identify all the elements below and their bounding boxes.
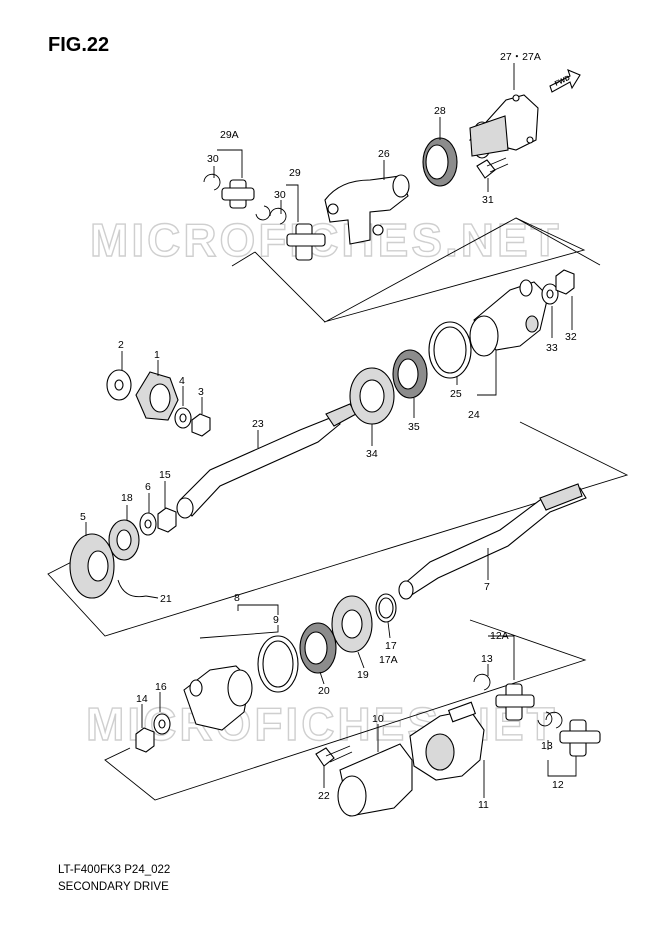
- figure-title: FIG.22: [48, 34, 110, 56]
- part-11-flange-yoke: [409, 701, 485, 781]
- callout-31: 31: [482, 194, 494, 206]
- callout-23: 23: [252, 418, 264, 430]
- part-34-bearing: [349, 367, 395, 425]
- part-29-universal-joint-spider: [269, 207, 326, 261]
- callout-13-upper: 13: [481, 653, 493, 665]
- part-25-spacer: [428, 321, 472, 379]
- callout-6: 6: [145, 481, 151, 493]
- callout-13-lower: 13: [541, 740, 553, 752]
- callout-33: 33: [546, 342, 558, 354]
- part-10-output-housing: [337, 743, 413, 817]
- part-23-propeller-shaft: [176, 403, 357, 519]
- callout-27-27a: 27・27A: [500, 51, 541, 63]
- callout-15: 15: [159, 469, 171, 481]
- callout-11: 11: [478, 799, 489, 811]
- part-14-nut: [135, 727, 155, 753]
- part-3-nut: [191, 413, 211, 437]
- callout-32: 32: [565, 331, 577, 343]
- part-2-washer: [106, 369, 132, 401]
- part-4-washer: [174, 407, 192, 429]
- part-6-washer: [139, 512, 157, 536]
- part-33-washer: [541, 283, 559, 305]
- part-20-seal: [299, 622, 337, 674]
- callout-34: 34: [366, 448, 378, 460]
- callout-24: 24: [468, 409, 480, 421]
- callout-25: 25: [450, 388, 462, 400]
- callout-30-upper: 30: [207, 153, 219, 165]
- part-27-drive-shaft-housing: [468, 94, 539, 159]
- part-35-seal: [392, 349, 428, 399]
- callout-10: 10: [372, 713, 384, 725]
- callout-14: 14: [136, 693, 148, 705]
- callout-30-lower: 30: [274, 189, 286, 201]
- callout-7: 7: [484, 581, 490, 593]
- part-16-washer: [153, 713, 171, 735]
- part-29a-universal-joint-spider: [203, 173, 271, 221]
- part-28-seal: [422, 137, 458, 187]
- callout-22: 22: [318, 790, 330, 802]
- callout-17: 17: [385, 640, 397, 652]
- callout-12a: 12A: [490, 630, 509, 642]
- leader-lines: [85, 63, 577, 798]
- part-8-yoke-flange: [183, 665, 253, 731]
- fwd-arrow-icon: FWD: [549, 69, 581, 93]
- part-32-nut: [555, 269, 575, 295]
- callout-21: 21: [160, 593, 172, 605]
- callout-20: 20: [318, 685, 330, 697]
- part-9-spacer: [257, 635, 299, 693]
- callout-8: 8: [234, 592, 240, 604]
- part-1-bevel-gear: [135, 371, 179, 421]
- callout-26: 26: [378, 148, 390, 160]
- part-22-bolt: [315, 745, 353, 767]
- part-31-bolt: [476, 157, 509, 179]
- part-19-bearing: [331, 595, 373, 653]
- model-code: LT-F400FK3 P24_022: [58, 864, 171, 876]
- part-15-nut: [157, 507, 177, 533]
- callout-16: 16: [155, 681, 167, 693]
- callout-4: 4: [179, 375, 185, 387]
- callout-29a: 29A: [220, 129, 239, 141]
- callout-3: 3: [198, 386, 204, 398]
- callout-5: 5: [80, 511, 86, 523]
- callout-1: 1: [154, 349, 160, 361]
- part-26-yoke: [324, 174, 410, 245]
- part-17-circlip: [375, 593, 397, 623]
- part-24-yoke-flange: [469, 279, 549, 357]
- part-12a-universal-joint-spider: [473, 673, 553, 727]
- part-12-universal-joint-spider: [545, 711, 601, 757]
- part-5-ring-gear: [69, 533, 115, 599]
- callout-12: 12: [552, 779, 564, 791]
- callout-17a: 17A: [379, 654, 398, 666]
- callout-19: 19: [357, 669, 369, 681]
- part-18-bearing: [108, 519, 140, 561]
- callout-9: 9: [273, 614, 279, 626]
- callout-18: 18: [121, 492, 133, 504]
- callout-2: 2: [118, 339, 124, 351]
- callout-28: 28: [434, 105, 446, 117]
- callout-35: 35: [408, 421, 420, 433]
- callout-29: 29: [289, 167, 301, 179]
- part-21-snap-ring: [117, 579, 147, 598]
- section-name: SECONDARY DRIVE: [58, 881, 169, 893]
- watermark-top: MICROFICHES.NET: [90, 214, 562, 266]
- part-7-drive-shaft: [398, 483, 587, 600]
